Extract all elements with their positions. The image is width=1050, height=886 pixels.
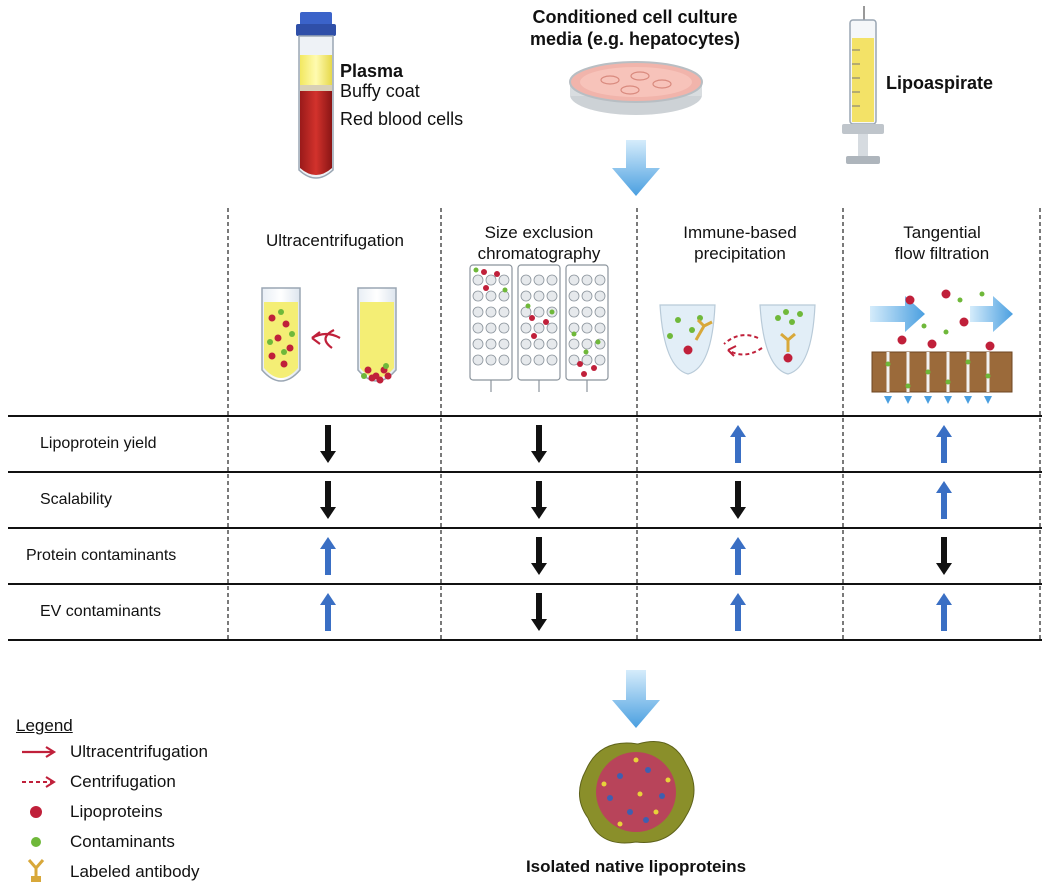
rating-arrow-up-protein-contaminants-col1 — [320, 537, 336, 575]
legend-item-lipoproteins: Lipoproteins — [70, 802, 163, 821]
petri-dish-icon — [569, 61, 703, 115]
method-header-line1: Tangential — [903, 223, 981, 242]
row-label-scalability: Scalability — [40, 491, 113, 508]
rating-arrow-up-ev-contaminants-col3 — [730, 593, 746, 631]
result-label: Isolated native lipoproteins — [525, 857, 747, 876]
media-label-line2: media (e.g. hepatocytes) — [529, 29, 741, 49]
row-lines — [8, 415, 1042, 641]
method-header-line2: precipitation — [694, 244, 786, 263]
flow-arrow-down-top — [612, 140, 660, 196]
rating-arrow-up-protein-contaminants-col3 — [730, 537, 746, 575]
legend-item-contaminants: Contaminants — [70, 832, 175, 851]
method-header-sec: Size exclusion chromatography — [442, 222, 636, 264]
row-label-ev-contaminants: EV contaminants — [40, 603, 161, 620]
rating-arrow-down-scalability-col3 — [730, 481, 746, 519]
method-header-line1: Ultracentrifugation — [266, 231, 404, 250]
rating-arrow-up-lipoprotein-yield-col4 — [936, 425, 952, 463]
rating-arrow-up-ev-contaminants-col1 — [320, 593, 336, 631]
buffy-coat-label: Buffy coat — [340, 81, 420, 101]
rating-arrow-down-scalability-col2 — [531, 481, 547, 519]
lipoprotein-particle-icon — [579, 741, 695, 844]
column-separators — [227, 208, 1041, 642]
sec-illustration — [469, 264, 609, 392]
lipoaspirate-label: Lipoaspirate — [886, 73, 994, 93]
legend-item-ultracentrifugation: Ultracentrifugation — [70, 742, 208, 761]
rating-arrow-down-lipoprotein-yield-col2 — [531, 425, 547, 463]
rating-arrow-up-scalability-col4 — [936, 481, 952, 519]
legend-item-centrifugation: Centrifugation — [70, 772, 176, 791]
row-label-protein-contaminants: Protein contaminants — [26, 547, 177, 564]
rating-arrows — [320, 425, 952, 631]
media-label-line1: Conditioned cell culture — [532, 7, 738, 27]
immune-illustration — [659, 304, 816, 375]
rating-arrow-up-lipoprotein-yield-col3 — [730, 425, 746, 463]
rating-arrow-down-protein-contaminants-col4 — [936, 537, 952, 575]
method-header-ultracentrifugation: Ultracentrifugation — [230, 230, 440, 251]
flow-arrow-down-bottom — [612, 670, 660, 728]
method-header-immune: Immune-based precipitation — [638, 222, 842, 264]
rating-arrow-down-scalability-col1 — [320, 481, 336, 519]
red-blood-cells-label: Red blood cells — [340, 109, 464, 129]
syringe-icon — [842, 6, 884, 164]
method-header-line1: Immune-based — [683, 223, 797, 242]
method-header-line2: chromatography — [477, 244, 601, 263]
rating-arrow-up-ev-contaminants-col4 — [936, 593, 952, 631]
legend-title: Legend — [16, 716, 73, 735]
plasma-label: Plasma — [340, 61, 404, 81]
blood-tube-icon — [296, 12, 336, 179]
rating-arrow-down-ev-contaminants-col2 — [531, 593, 547, 631]
method-header-line2: flow filtration — [894, 244, 990, 263]
legend-icons — [22, 746, 57, 882]
rating-arrow-down-lipoprotein-yield-col1 — [320, 425, 336, 463]
method-header-tff: Tangential flow filtration — [844, 222, 1040, 264]
legend-item-labeled-antibody: Labeled antibody — [70, 862, 200, 881]
ultracentrifugation-illustration — [261, 287, 397, 384]
method-header-line1: Size exclusion — [484, 223, 594, 242]
rating-arrow-down-protein-contaminants-col2 — [531, 537, 547, 575]
tff-illustration — [870, 289, 1013, 404]
row-label-lipoprotein-yield: Lipoprotein yield — [40, 435, 157, 452]
